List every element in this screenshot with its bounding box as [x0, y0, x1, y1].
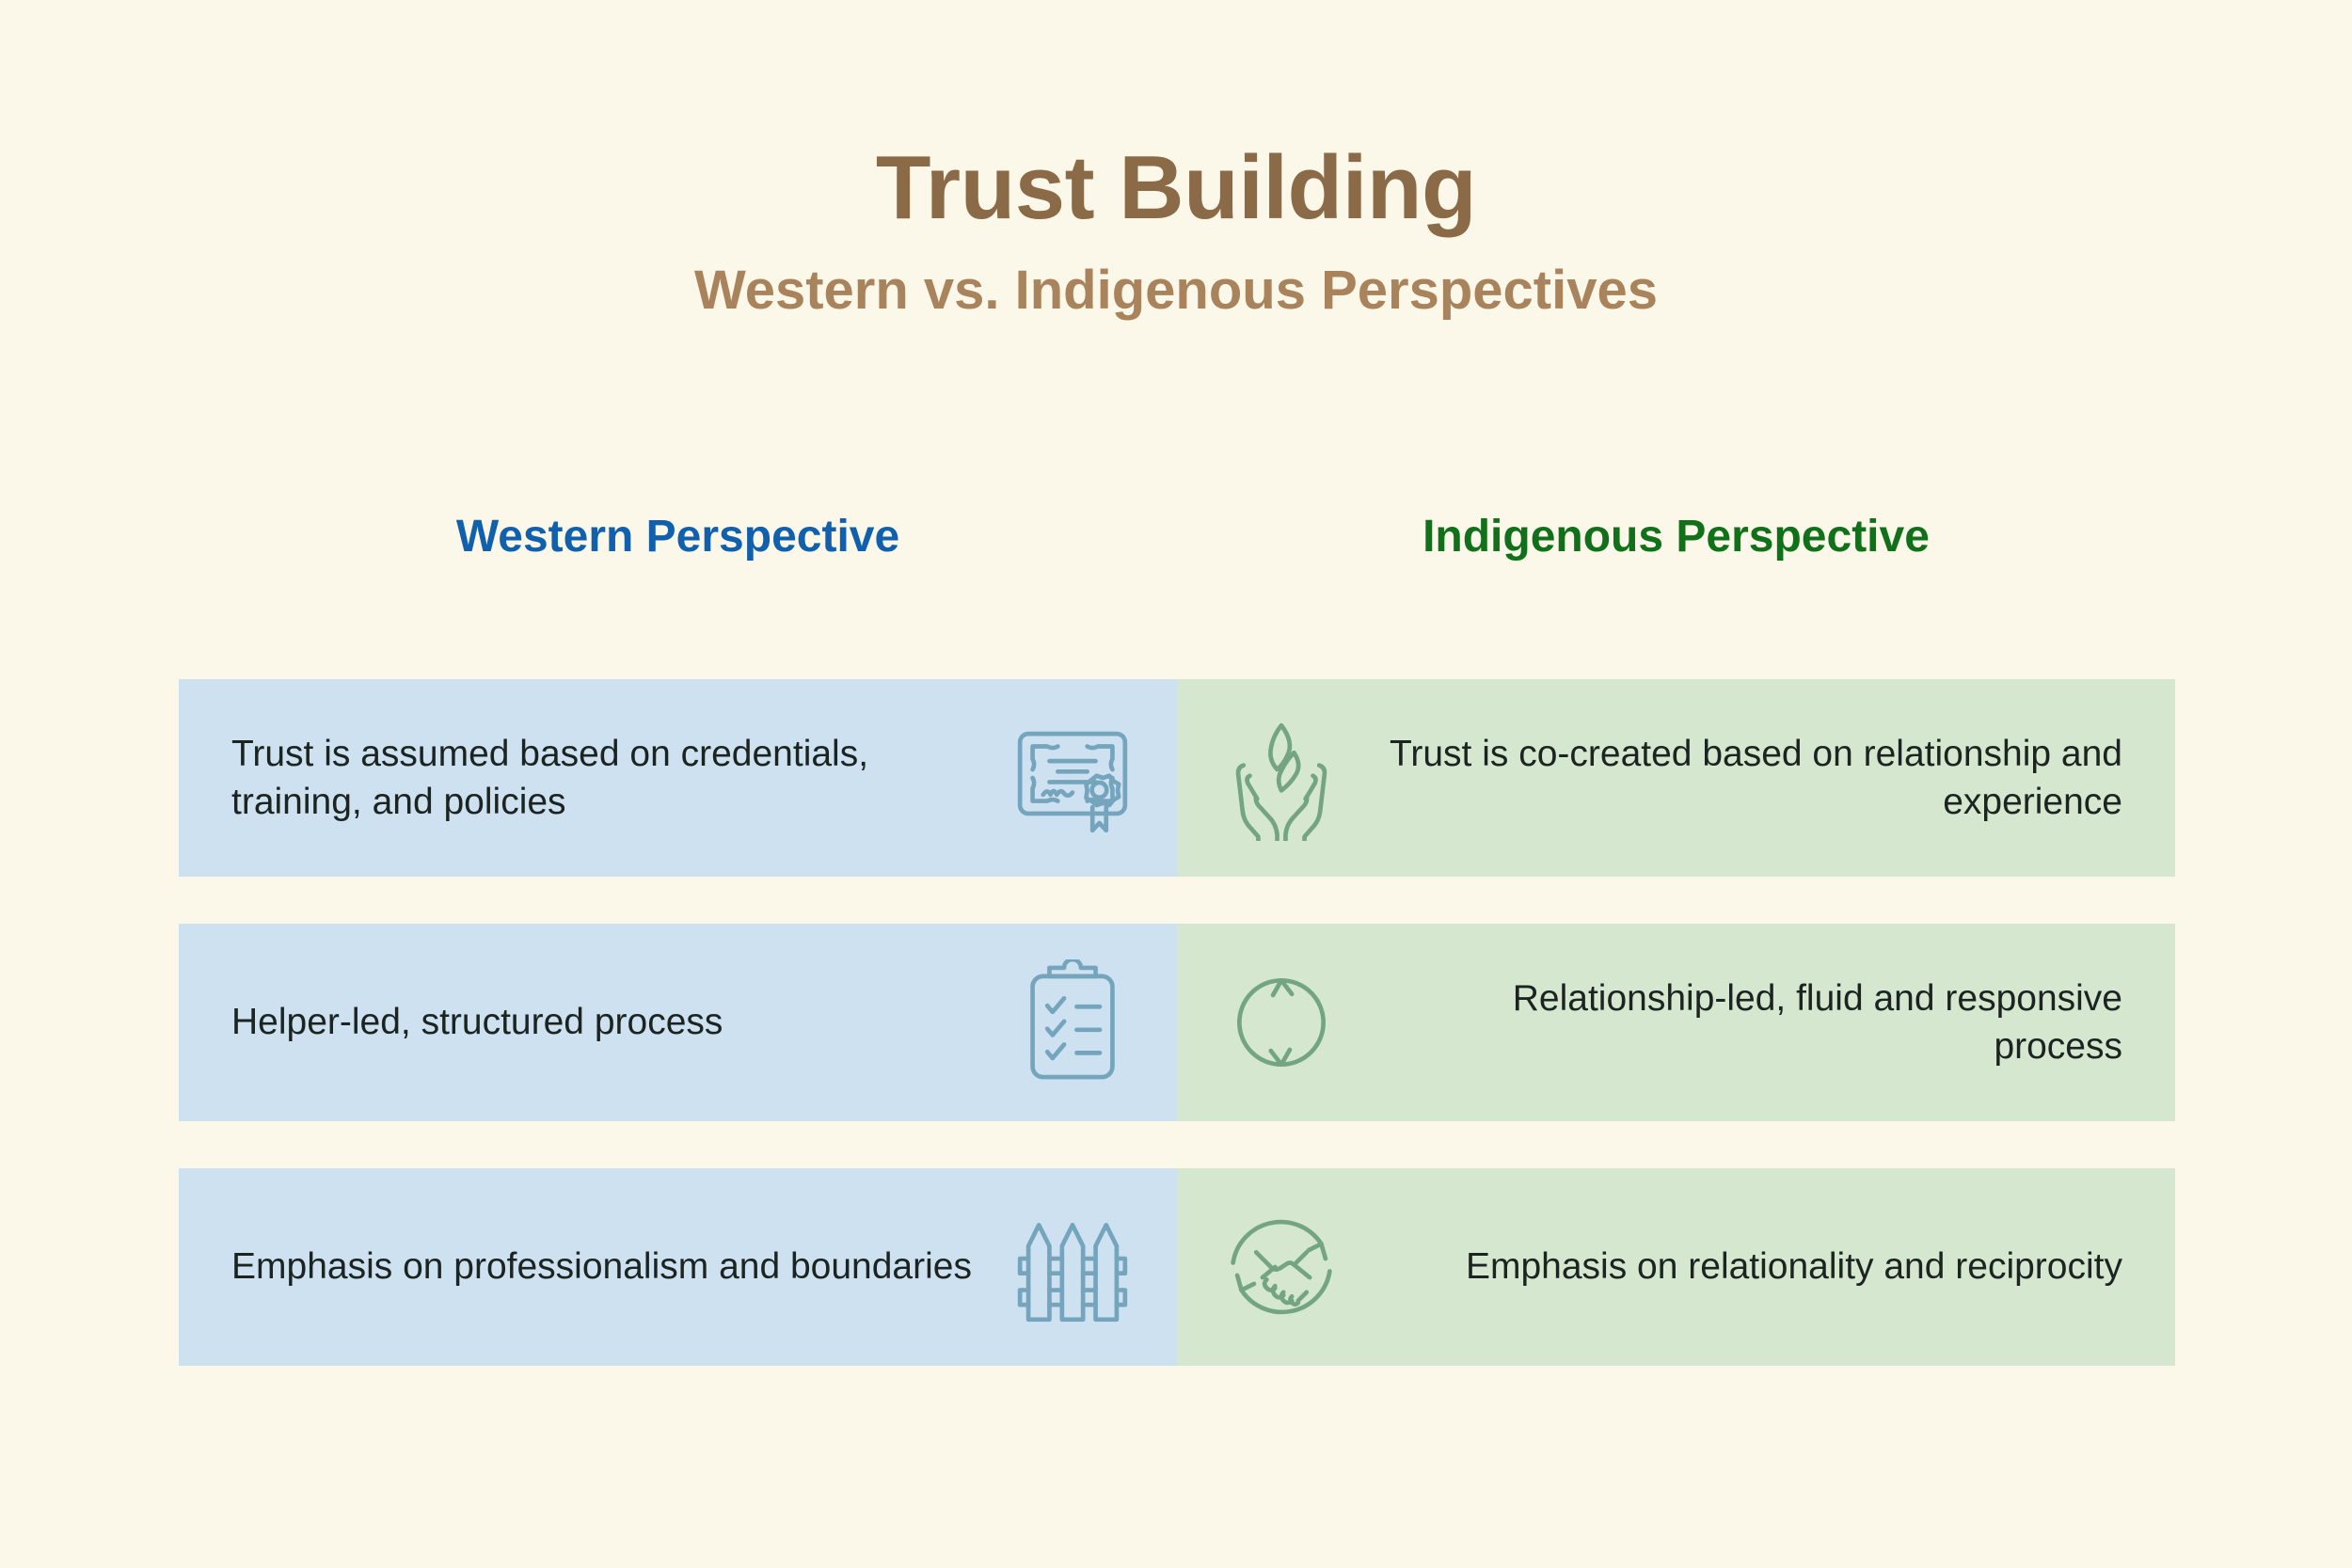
row-cell-western: Emphasis on professionalism and boundari…	[179, 1168, 1177, 1366]
row-cell-indigenous: Trust is co-created based on relationshi…	[1177, 679, 2175, 877]
row-text-western: Emphasis on professionalism and boundari…	[231, 1246, 972, 1288]
page-title: Trust Building	[875, 137, 1477, 238]
comparison-rows: Trust is assumed based on credentials, t…	[179, 679, 2175, 1366]
page-subtitle: Western vs. Indigenous Perspectives	[694, 259, 1658, 321]
clipboard-checklist-icon	[1002, 952, 1143, 1093]
cycle-arrows-icon	[1211, 952, 1352, 1093]
column-heading-indigenous: Indigenous Perspective	[1422, 512, 1930, 562]
certificate-icon	[1002, 707, 1143, 848]
row-cell-indigenous: Relationship-led, fluid and responsive p…	[1177, 924, 2175, 1121]
poster-header: Trust Building Western vs. Indigenous Pe…	[0, 137, 2352, 321]
row-cell-indigenous: Emphasis on relationality and reciprocit…	[1177, 1168, 2175, 1366]
row-cell-western: Trust is assumed based on credentials, t…	[179, 679, 1177, 877]
row-text-indigenous: Trust is co-created based on relationshi…	[1390, 733, 2122, 822]
row-text-western: Helper-led, structured process	[231, 1002, 723, 1043]
comparison-row: Emphasis on professionalism and boundari…	[179, 1168, 2175, 1366]
row-text-indigenous: Relationship-led, fluid and responsive p…	[1512, 977, 2122, 1067]
row-cell-western: Helper-led, structured process	[179, 924, 1177, 1121]
row-text-indigenous: Emphasis on relationality and reciprocit…	[1465, 1246, 2122, 1288]
fence-icon	[1002, 1196, 1143, 1338]
column-heading-western: Western Perspective	[455, 512, 900, 562]
column-headings: Western Perspective Indigenous Perspecti…	[179, 512, 2175, 562]
comparison-row: Trust is assumed based on credentials, t…	[179, 679, 2175, 877]
hands-holding-flame-icon	[1211, 707, 1352, 848]
comparison-row: Helper-led, structured process	[179, 924, 2175, 1121]
handshake-cycle-icon	[1211, 1196, 1352, 1338]
row-text-western: Trust is assumed based on credentials, t…	[231, 733, 869, 822]
